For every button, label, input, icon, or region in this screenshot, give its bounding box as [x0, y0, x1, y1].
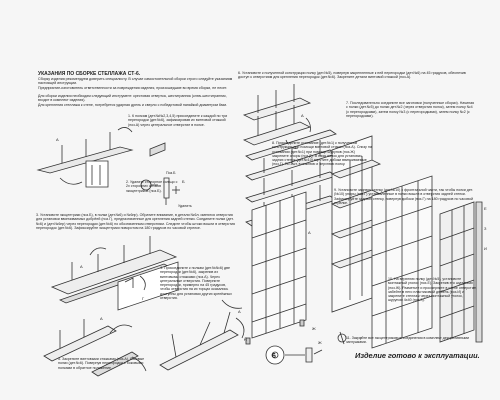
callout-G-step9: Г: [360, 336, 363, 341]
callout-A-step4: А: [238, 309, 241, 314]
final-note: Изделие готово к эксплуатации.: [355, 351, 480, 360]
step4-illustration: [159, 300, 244, 371]
step-10-text: 10. На верхнюю полку (дет.№5), установит…: [388, 277, 477, 303]
step-8-text: 8. Присоедините основание (дет.№1) к пол…: [272, 141, 372, 167]
step-7-text: 7. Последовательно соедините все заготов…: [346, 101, 475, 118]
step8-illustration: [246, 191, 346, 344]
callout-D-step8: Д: [244, 336, 247, 341]
intro-4: Для крепления стеллажа к стене, потребуе…: [38, 103, 227, 107]
step11-illustration: [266, 346, 322, 364]
step-1-text: 1. К полкам (дет.№№2,3,4,5) присоедините…: [128, 114, 228, 127]
callout-A-step6: А: [301, 113, 304, 118]
step-11-text: 11. Закройте все эксцентриковые соединен…: [346, 336, 470, 345]
step-5-text: 5. Закрепите винтовыми стяжками (поз.А),…: [58, 357, 145, 370]
callout-A-step7: А: [308, 230, 311, 235]
step9-illustration: [371, 175, 433, 349]
callout-A-step3: А: [80, 264, 83, 269]
step5-illustration: [43, 319, 146, 377]
intro-2: Предприятие-изготовитель ответственности…: [38, 86, 228, 90]
step-4-text: 4. Присоедините к полкам (дет.№№6) две п…: [160, 266, 232, 301]
document-title: УКАЗАНИЯ ПО СБОРКЕ СТЕЛЛАЖА СТ-6.: [38, 71, 141, 77]
callout-B-step2: Б: [182, 179, 185, 184]
step3-illustration: [50, 236, 179, 311]
callout-I-step10: И: [484, 246, 487, 251]
step1-illustration: [36, 127, 166, 187]
step-2-mark: Поз.Б: [166, 171, 176, 175]
intro-1: Сборку изделия рекомендуем доверить спец…: [38, 77, 233, 86]
callout-6-circle: 6: [272, 353, 276, 360]
intro-3: Для сборки изделия необходим следующий и…: [38, 94, 227, 103]
step6-illustration: [242, 84, 312, 148]
step7-tall-illustration: [330, 135, 382, 313]
step10-illustration: [439, 201, 482, 343]
callout-E-step10: Е: [484, 206, 487, 211]
callout-ZH-step8: Ж: [312, 326, 316, 331]
callout-G-step3: Г: [142, 296, 145, 301]
callout-ZH-step11: Ж: [318, 340, 322, 345]
step-2-text: 2. Удалите стопорное кольцо с 2х сторонн…: [126, 180, 178, 193]
step-9-text: 9. Установите заднюю стенку (дет.№10) с …: [334, 188, 473, 205]
callout-Z-step10: З: [484, 226, 487, 231]
callout-A-step5: А: [100, 316, 103, 321]
callout-A-step1: А: [56, 137, 59, 142]
step-2-remove-label: Удалить: [178, 204, 192, 208]
step2-illustration: [141, 178, 180, 205]
step-6-text: 6. Установите к полученной конструкции п…: [238, 71, 466, 80]
step-3-text: 3. Установите эксцентрики (поз.Б), в пол…: [36, 213, 235, 230]
